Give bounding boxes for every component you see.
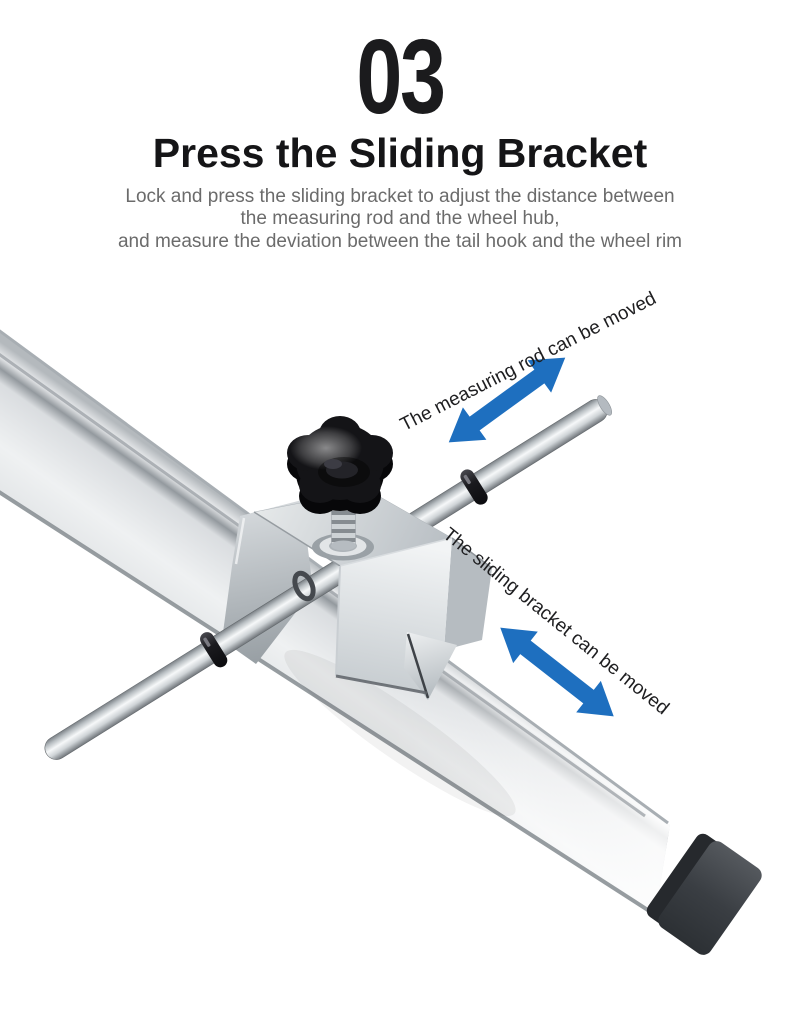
aluminum-beam <box>0 329 670 916</box>
bracket-right-flange <box>444 537 493 650</box>
rod-end-face <box>597 395 613 416</box>
measuring-rod <box>44 395 613 760</box>
rubber-o-ring <box>200 632 228 668</box>
rod-hole-rim <box>292 570 316 602</box>
rubber-o-ring <box>460 469 488 505</box>
bracket-pointed-tab <box>404 632 457 700</box>
step-number: 03 <box>356 18 446 136</box>
locking-knob <box>287 416 393 514</box>
beam-end-cap <box>646 833 762 955</box>
subtitle-line: and measure the deviation between the ta… <box>117 230 683 252</box>
subtitle-line: Lock and press the sliding bracket to ad… <box>125 186 675 207</box>
bracket-bottom-seam <box>335 674 428 695</box>
subtitle-line: the measuring rod and the wheel hub, <box>240 208 560 230</box>
bracket-shadow <box>284 649 516 817</box>
page-title: Press the Sliding Bracket <box>152 130 648 176</box>
subtitle: Lock and press the sliding bracket to ad… <box>0 186 800 253</box>
